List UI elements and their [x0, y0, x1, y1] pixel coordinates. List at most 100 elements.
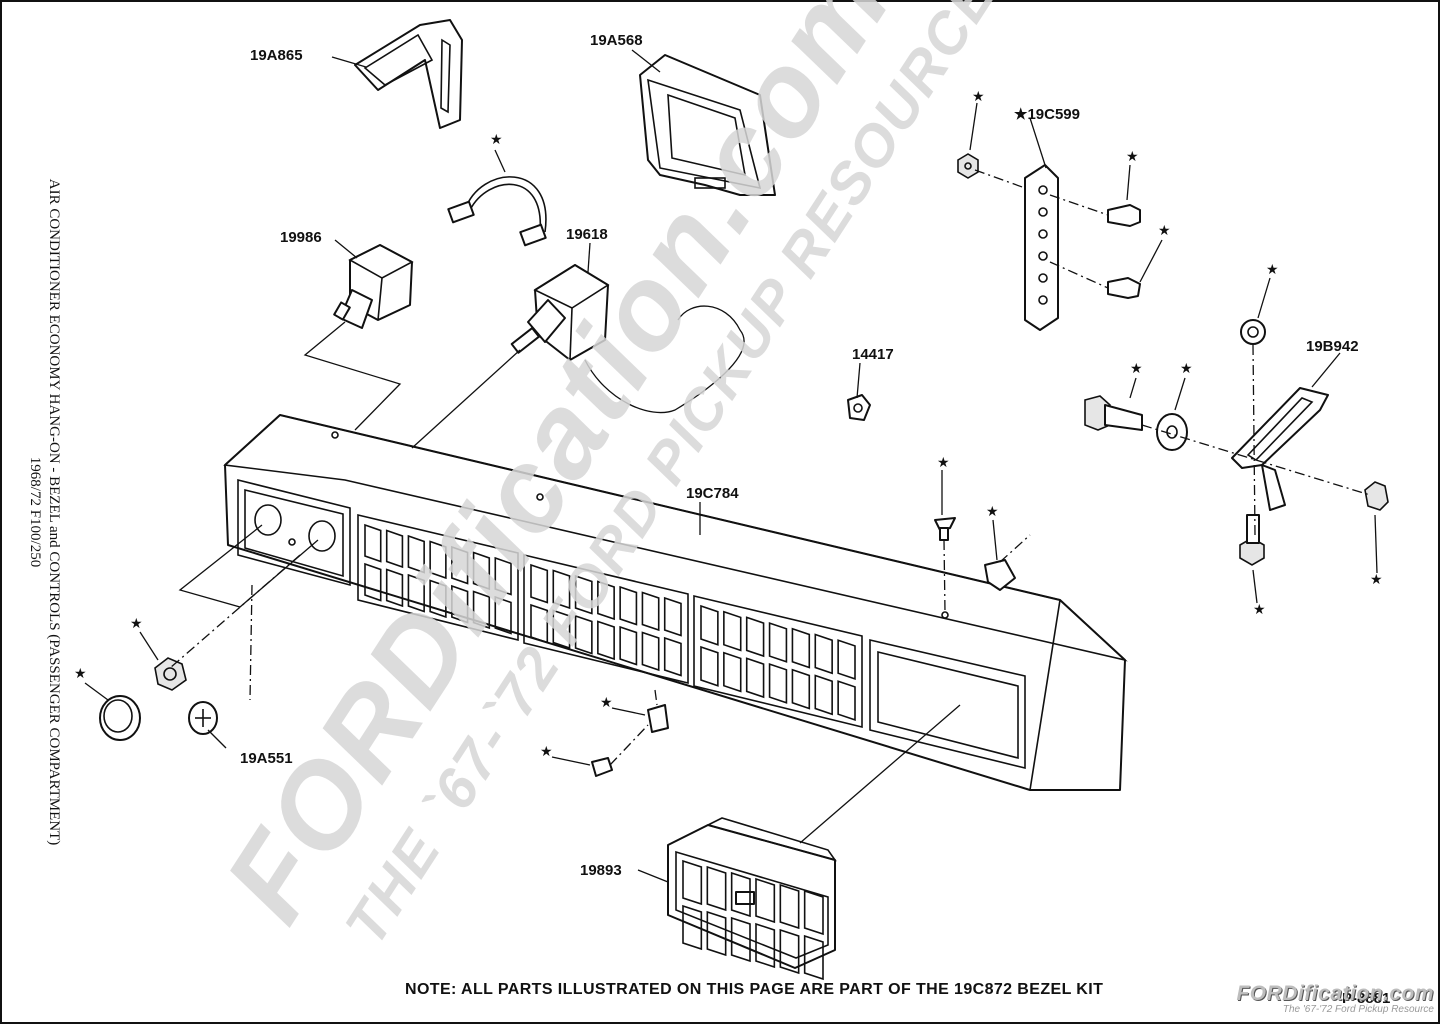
grille-cell [451, 584, 469, 624]
star-marker: ★ [937, 455, 950, 471]
grille-cell [429, 540, 447, 580]
grille-cell [768, 662, 788, 704]
grille-cell [706, 865, 727, 912]
callout-19B942: 19B942 [1306, 338, 1359, 355]
hardware [99, 153, 1389, 777]
jumper-wire [447, 176, 547, 247]
star-marker: ★ [1126, 149, 1139, 165]
grille-cell [552, 569, 571, 610]
grille-cell [663, 636, 682, 677]
grille-cell [385, 568, 404, 608]
grille-cell [791, 627, 811, 669]
grille-cell [407, 534, 425, 574]
grille-cell [700, 645, 719, 687]
callout-19C599: ★19C599 [1014, 106, 1080, 123]
grille-cell [730, 871, 751, 918]
switch-19618 [510, 264, 745, 414]
star-marker: ★ [986, 504, 999, 520]
grille-cell [597, 620, 615, 661]
grille-cell [768, 621, 788, 663]
star-marker: ★ [972, 89, 985, 105]
grille-cell [385, 529, 404, 569]
grille-cell [364, 523, 382, 563]
grille-cell [530, 563, 549, 604]
star-marker: ★ [490, 132, 503, 148]
louver-cells [682, 859, 824, 981]
grille-cell [451, 545, 469, 585]
grille-cell [682, 859, 703, 906]
star-marker: ★ [130, 616, 143, 632]
louver-19893 [667, 817, 837, 969]
star-marker: ★ [1266, 262, 1279, 278]
grille-cell [837, 639, 856, 681]
grille-cell [597, 580, 615, 621]
callout-14417: 14417 [852, 346, 894, 363]
callout-19A865: 19A865 [250, 47, 303, 64]
assembly-lines [169, 169, 1371, 844]
star-marker: ★ [1158, 223, 1171, 239]
grille-cell [530, 603, 549, 644]
star-marker: ★ [1370, 572, 1383, 588]
plate-number: P-8881 [1342, 990, 1391, 1007]
grille-cell [723, 610, 742, 652]
bezel-19C784 [223, 414, 1128, 791]
star-marker: ★ [600, 695, 613, 711]
grille-cell [494, 595, 512, 635]
grille-cell [814, 674, 833, 716]
grille-cell [723, 651, 742, 693]
grille-cell [574, 574, 593, 615]
switch-19986 [333, 244, 414, 329]
logo-tagline: The '67-'72 Ford Pickup Resource [1282, 1004, 1434, 1015]
grille-cell [472, 551, 491, 591]
bezel-grille-cells [364, 523, 856, 722]
grille-cell [619, 625, 638, 666]
grille-cell [472, 590, 491, 630]
grille-cell [494, 556, 512, 596]
leader-lines [84, 49, 1378, 883]
title-line-1: AIR CONDITIONER ECONOMY HANG-ON - BEZEL … [46, 178, 62, 846]
grille-cell [619, 585, 638, 626]
grille-cell [641, 591, 660, 632]
grille-cell [682, 904, 703, 951]
grille-cell [706, 910, 727, 957]
grille-cell [574, 614, 593, 655]
strap-19C599 [1024, 164, 1059, 331]
star-marker: ★ [1130, 361, 1143, 377]
grille-cell [791, 668, 811, 710]
housing-19A568 [639, 54, 776, 196]
star-marker: ★ [540, 744, 553, 760]
callout-19986: 19986 [280, 229, 322, 246]
grille-cell [745, 616, 765, 658]
grille-cell [364, 562, 382, 602]
grille-cell [803, 934, 824, 981]
star-marker: ★ [1180, 361, 1193, 377]
callout-19C784: 19C784 [686, 485, 739, 502]
grille-cell [700, 604, 719, 646]
callout-19618: 19618 [566, 226, 608, 243]
callout-19A551: 19A551 [240, 750, 293, 767]
grille-cell [641, 631, 660, 672]
star-marker: ★ [1253, 602, 1266, 618]
bracket-19A865 [354, 19, 463, 129]
logo-name: FORDification.com [1236, 982, 1434, 1005]
grille-cell [803, 889, 824, 936]
page-title: AIR CONDITIONER ECONOMY HANG-ON - BEZEL … [25, 179, 63, 845]
grille-cell [552, 609, 571, 650]
grille-cell [755, 922, 776, 969]
title-line-2: 1968/72 F100/250 [27, 456, 43, 568]
grille-cell [429, 579, 447, 619]
grille-cell [407, 573, 425, 613]
grille-cell [779, 928, 800, 975]
star-marker: ★ [74, 666, 87, 682]
callout-19893: 19893 [580, 862, 622, 879]
grille-cell [745, 657, 765, 699]
grille-cell [730, 916, 751, 963]
grille-cell [663, 596, 682, 637]
grille-cell [755, 877, 776, 924]
callout-19A568: 19A568 [590, 32, 643, 49]
grille-cell [837, 680, 856, 722]
kit-note: NOTE: ALL PARTS ILLUSTRATED ON THIS PAGE… [405, 981, 1104, 998]
grille-cell [814, 633, 833, 675]
